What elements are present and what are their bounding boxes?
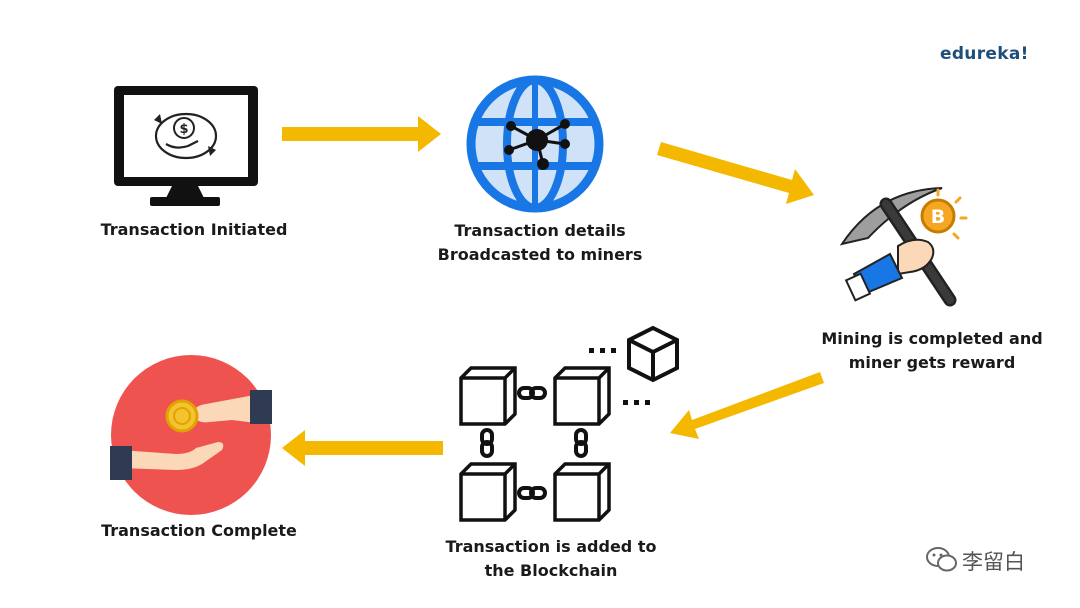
svg-text:B: B bbox=[931, 206, 945, 228]
step-label-transaction-initiated: Transaction Initiated bbox=[100, 220, 288, 239]
hand-coin-icon bbox=[110, 355, 272, 515]
arrow-blockchain-to-complete bbox=[282, 430, 443, 466]
network-globe-icon bbox=[466, 75, 604, 213]
step-label-broadcast: Transaction details Broadcasted to miner… bbox=[437, 221, 643, 264]
brand-logo: edureka! bbox=[940, 44, 1029, 64]
watermark-text: 李留白 bbox=[962, 550, 1025, 574]
svg-text:$: $ bbox=[179, 122, 188, 137]
step-label-transaction-complete: Transaction Complete bbox=[101, 521, 297, 540]
arrow-initiated-to-broadcast bbox=[282, 116, 441, 152]
arrow-mining-to-blockchain bbox=[670, 372, 824, 439]
blockchain-icon bbox=[459, 325, 679, 522]
monitor-money-icon: $ bbox=[114, 86, 258, 206]
arrow-broadcast-to-mining bbox=[657, 142, 814, 204]
pickaxe-bitcoin-icon: B bbox=[839, 187, 968, 307]
step-label-blockchain: Transaction is added to the Blockchain bbox=[445, 537, 657, 580]
chat-bubble-icon bbox=[926, 547, 957, 572]
step-label-mining: Mining is completed and miner gets rewar… bbox=[821, 329, 1043, 372]
